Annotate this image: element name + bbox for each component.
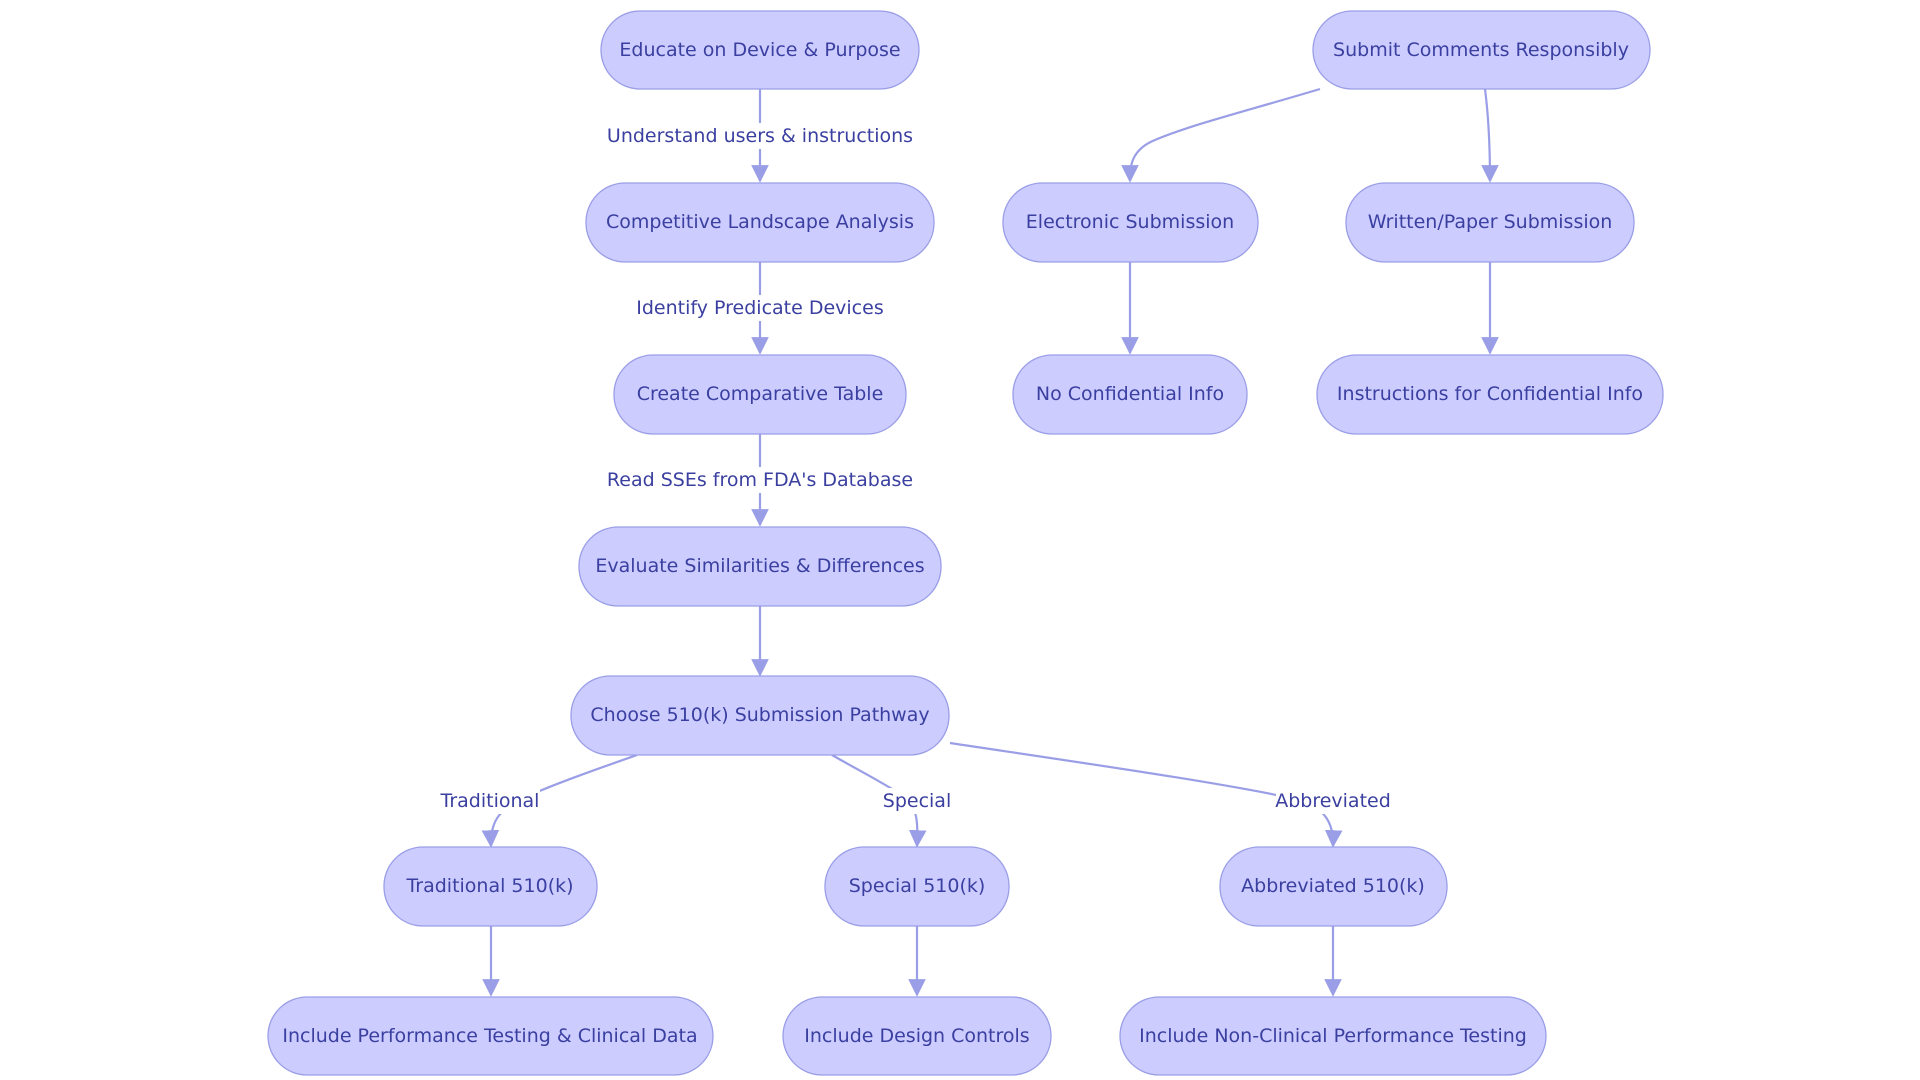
node-written-label: Written/Paper Submission xyxy=(1368,211,1613,233)
node-nonclinical-label: Include Non-Clinical Performance Testing xyxy=(1139,1025,1527,1047)
nodes: Educate on Device & Purpose Competitive … xyxy=(267,10,1664,1076)
edge-labels: Understand users & instructions Identify… xyxy=(440,123,1391,814)
node-electronic-submission: Electronic Submission xyxy=(1002,182,1259,263)
edge-label-special: Special xyxy=(880,788,954,814)
edge-label-traditional-text: Traditional xyxy=(440,790,540,812)
node-no-confidential-info: No Confidential Info xyxy=(1012,354,1248,435)
edge-label-understand-text: Understand users & instructions xyxy=(607,125,913,147)
edge-choose-to-abbreviated xyxy=(949,741,1343,848)
node-educate-label: Educate on Device & Purpose xyxy=(619,39,900,61)
node-educate-on-device: Educate on Device & Purpose xyxy=(600,10,920,90)
node-choose-pathway: Choose 510(k) Submission Pathway xyxy=(570,675,950,756)
edge-label-read-sses-text: Read SSEs from FDA's Database xyxy=(607,469,913,491)
node-special-510k: Special 510(k) xyxy=(824,846,1010,927)
edge-label-identify-text: Identify Predicate Devices xyxy=(636,297,883,319)
node-special-label: Special 510(k) xyxy=(849,875,986,897)
node-submit-comments-label: Submit Comments Responsibly xyxy=(1333,39,1629,61)
node-performance-clinical: Include Performance Testing & Clinical D… xyxy=(267,996,714,1076)
node-instructions-confidential: Instructions for Confidential Info xyxy=(1316,354,1664,435)
node-evaluate-similarities: Evaluate Similarities & Differences xyxy=(578,526,942,607)
node-create-comparative-table: Create Comparative Table xyxy=(613,354,907,435)
edge-label-traditional: Traditional xyxy=(440,788,540,814)
node-electronic-label: Electronic Submission xyxy=(1026,211,1234,233)
node-instructions-label: Instructions for Confidential Info xyxy=(1337,383,1643,405)
node-no-confidential-label: No Confidential Info xyxy=(1036,383,1224,405)
edge-label-understand: Understand users & instructions xyxy=(607,123,913,149)
node-evaluate-label: Evaluate Similarities & Differences xyxy=(595,555,924,577)
node-competitive-label: Competitive Landscape Analysis xyxy=(606,211,914,233)
node-perf-clinical-label: Include Performance Testing & Clinical D… xyxy=(282,1025,697,1047)
edge-label-abbreviated: Abbreviated xyxy=(1275,788,1391,814)
node-competitive-landscape: Competitive Landscape Analysis xyxy=(585,182,935,263)
edge-label-abbreviated-text: Abbreviated xyxy=(1275,790,1391,812)
node-abbreviated-label: Abbreviated 510(k) xyxy=(1241,875,1425,897)
node-traditional-510k: Traditional 510(k) xyxy=(383,846,598,927)
node-submit-comments: Submit Comments Responsibly xyxy=(1312,10,1651,90)
node-design-controls-label: Include Design Controls xyxy=(804,1025,1029,1047)
edge-label-read-sses: Read SSEs from FDA's Database xyxy=(607,467,913,493)
edge-submit-to-written xyxy=(1481,88,1499,183)
node-nonclinical-testing: Include Non-Clinical Performance Testing xyxy=(1119,996,1547,1076)
edge-label-special-text: Special xyxy=(883,790,951,812)
node-design-controls: Include Design Controls xyxy=(782,996,1052,1076)
edge-submit-to-electronic xyxy=(1121,87,1321,183)
node-written-submission: Written/Paper Submission xyxy=(1345,182,1635,263)
edge-label-identify: Identify Predicate Devices xyxy=(636,295,884,321)
node-abbreviated-510k: Abbreviated 510(k) xyxy=(1219,846,1448,927)
node-choose-label: Choose 510(k) Submission Pathway xyxy=(590,704,929,726)
node-comparative-label: Create Comparative Table xyxy=(637,383,884,405)
node-traditional-label: Traditional 510(k) xyxy=(405,875,573,897)
